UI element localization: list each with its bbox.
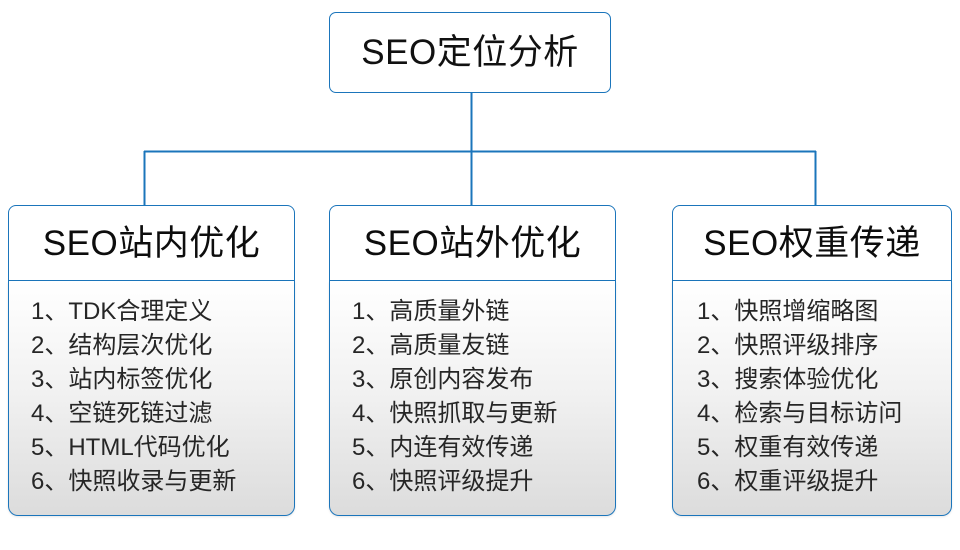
list-item: 2、结构层次优化 — [31, 332, 213, 359]
list-item: 4、空链死链过滤 — [31, 400, 213, 427]
branch-2-body: 1、高质量外链 2、高质量友链 3、原创内容发布 4、快照抓取与更新 5、内连有… — [329, 281, 616, 516]
branch-1-header: SEO站内优化 — [8, 205, 295, 281]
list-item: 2、快照评级排序 — [697, 332, 879, 359]
root-node-title: SEO定位分析 — [361, 33, 579, 72]
list-item: 1、快照增缩略图 — [697, 298, 879, 325]
branch-2-header: SEO站外优化 — [329, 205, 616, 281]
branch-1-body: 1、TDK合理定义 2、结构层次优化 3、站内标签优化 4、空链死链过滤 5、H… — [8, 281, 295, 516]
branch-3-title: SEO权重传递 — [703, 223, 921, 263]
list-item: 5、权重有效传递 — [697, 434, 879, 461]
branch-column-2: SEO站外优化 1、高质量外链 2、高质量友链 3、原创内容发布 4、快照抓取与… — [329, 205, 616, 516]
branch-2-list: 1、高质量外链 2、高质量友链 3、原创内容发布 4、快照抓取与更新 5、内连有… — [330, 295, 615, 499]
root-node: SEO定位分析 — [329, 12, 611, 93]
list-item: 4、检索与目标访问 — [697, 400, 903, 427]
list-item: 1、高质量外链 — [352, 298, 510, 325]
list-item: 6、快照评级提升 — [352, 468, 534, 495]
list-item: 6、权重评级提升 — [697, 468, 879, 495]
list-item: 6、快照收录与更新 — [31, 468, 237, 495]
branch-3-header: SEO权重传递 — [672, 205, 952, 281]
list-item: 5、HTML代码优化 — [31, 434, 230, 461]
branch-2-title: SEO站外优化 — [363, 223, 582, 263]
list-item: 3、搜索体验优化 — [697, 366, 879, 393]
list-item: 3、原创内容发布 — [352, 366, 534, 393]
list-item: 1、TDK合理定义 — [31, 298, 213, 325]
branch-column-1: SEO站内优化 1、TDK合理定义 2、结构层次优化 3、站内标签优化 4、空链… — [8, 205, 295, 516]
list-item: 2、高质量友链 — [352, 332, 510, 359]
branch-1-title: SEO站内优化 — [42, 223, 261, 263]
branch-3-body: 1、快照增缩略图 2、快照评级排序 3、搜索体验优化 4、检索与目标访问 5、权… — [672, 281, 952, 516]
list-item: 4、快照抓取与更新 — [352, 400, 558, 427]
branch-column-3: SEO权重传递 1、快照增缩略图 2、快照评级排序 3、搜索体验优化 4、检索与… — [672, 205, 952, 516]
branch-3-list: 1、快照增缩略图 2、快照评级排序 3、搜索体验优化 4、检索与目标访问 5、权… — [673, 295, 951, 499]
list-item: 3、站内标签优化 — [31, 366, 213, 393]
list-item: 5、内连有效传递 — [352, 434, 534, 461]
branch-1-list: 1、TDK合理定义 2、结构层次优化 3、站内标签优化 4、空链死链过滤 5、H… — [9, 295, 294, 499]
